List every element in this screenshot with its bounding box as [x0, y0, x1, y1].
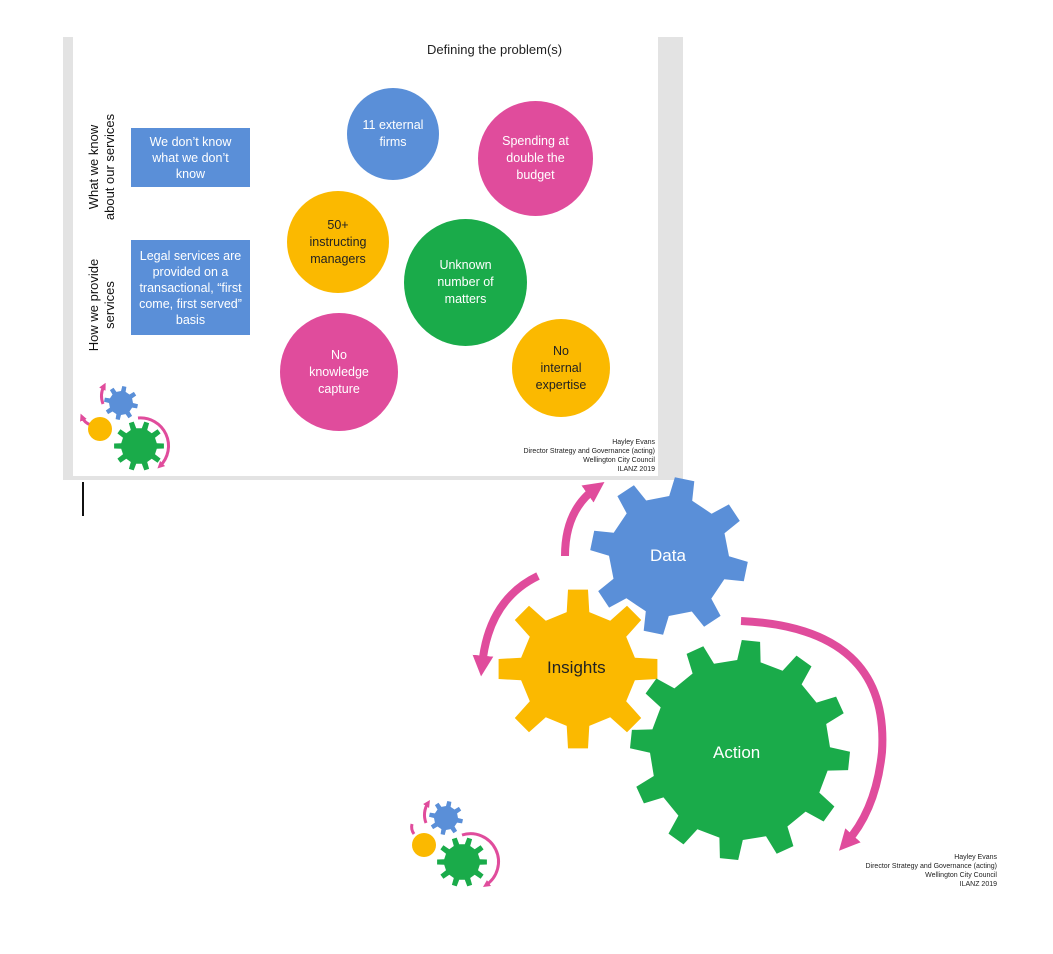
gear-data: [590, 477, 748, 635]
gear-label-action: Action: [713, 743, 761, 762]
slide-logo-gear-blue: [104, 386, 138, 420]
cycle-credit: Hayley Evans Director Strategy and Gover…: [865, 854, 997, 888]
arrow-action-cycle: [740, 617, 887, 851]
slide-logo-circle-yellow: [88, 417, 112, 441]
circle-knowledge-capture: No knowledge capture: [280, 313, 398, 431]
gear-label-data: Data: [650, 546, 686, 565]
gear-action: [630, 640, 850, 860]
slide-credit: Hayley Evans Director Strategy and Gover…: [523, 439, 655, 473]
bottom-logo-circle-yellow: [412, 833, 436, 857]
bottom-logo: [410, 799, 500, 887]
circle-spending: Spending at double the budget: [478, 101, 593, 216]
arrow-data-to-insights: [472, 572, 540, 677]
circle-unknown-matters: Unknown number of matters: [404, 219, 527, 346]
slide-title: Defining the problem(s): [427, 42, 563, 57]
gear-insights: [498, 589, 658, 749]
bottom-logo-gear-green: [437, 837, 487, 887]
circle-managers: 50+ instructing managers: [287, 191, 389, 293]
gear-label-insights: Insights: [547, 658, 606, 677]
arrow-insights-to-data: [561, 481, 605, 557]
text-cursor: [82, 482, 84, 516]
circle-external-firms: 11 external firms: [347, 88, 439, 180]
box-we-dont-know: We don’t know what we don’t know: [131, 128, 250, 187]
bottom-logo-gear-blue: [429, 801, 463, 835]
box-legal-services: Legal services are provided on a transac…: [131, 240, 250, 335]
circle-internal-expertise: No internal expertise: [512, 319, 610, 417]
slide-logo-gear-green: [114, 421, 164, 471]
slide-logo: [80, 382, 171, 471]
